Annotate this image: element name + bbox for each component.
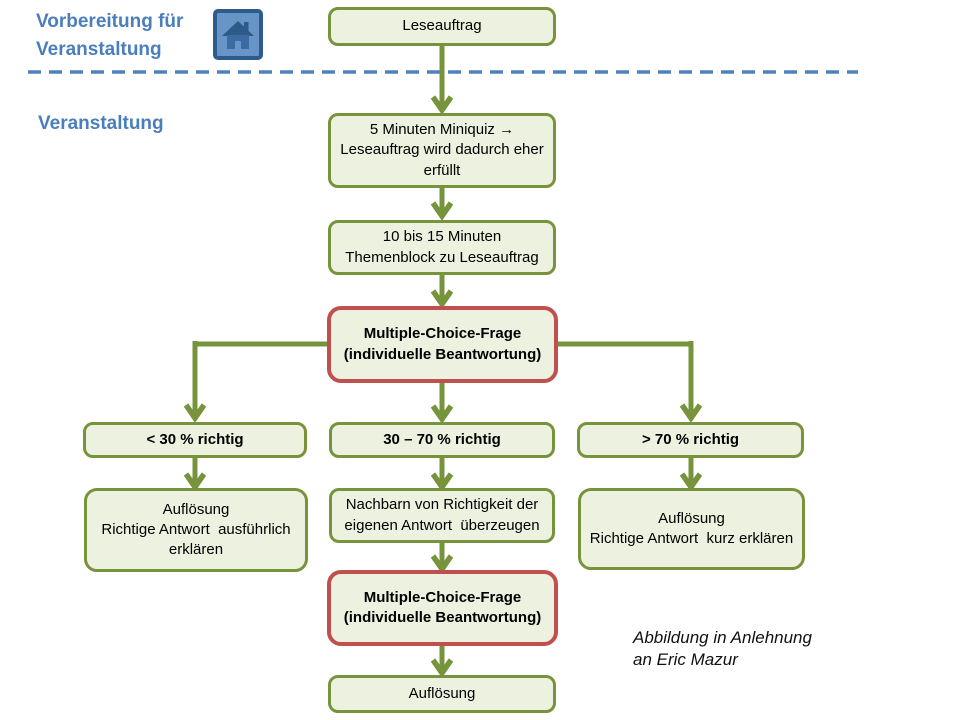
node-miniquiz: 5 Minuten Miniquiz → Leseauftrag wird da… — [328, 113, 556, 188]
node-multiple-choice-2: Multiple-Choice-Frage (individuelle Bean… — [327, 570, 558, 646]
section-label-preparation: Vorbereitung für Veranstaltung — [36, 11, 184, 60]
node-themenblock: 10 bis 15 Minuten Themenblock zu Leseauf… — [328, 220, 556, 275]
node-pct-low: < 30 % richtig — [83, 422, 307, 458]
node-multiple-choice-1: Multiple-Choice-Frage (individuelle Bean… — [327, 306, 558, 383]
attribution-caption: Abbildung in Anlehnung an Eric Mazur — [633, 628, 812, 670]
node-pct-mid: 30 – 70 % richtig — [329, 422, 555, 458]
home-icon — [222, 20, 254, 49]
node-outcome-low: Auflösung Richtige Antwort ausführlich e… — [84, 488, 308, 572]
section-label-event: Veranstaltung — [38, 113, 164, 134]
home-button[interactable] — [213, 9, 263, 60]
node-pct-high: > 70 % richtig — [577, 422, 804, 458]
node-outcome-high: Auflösung Richtige Antwort kurz erklären — [578, 488, 805, 570]
node-outcome-mid: Nachbarn von Richtigkeit der eigenen Ant… — [329, 488, 555, 543]
node-leseauftrag: Leseauftrag — [328, 7, 556, 46]
node-aufloesung-final: Auflösung — [328, 675, 556, 713]
